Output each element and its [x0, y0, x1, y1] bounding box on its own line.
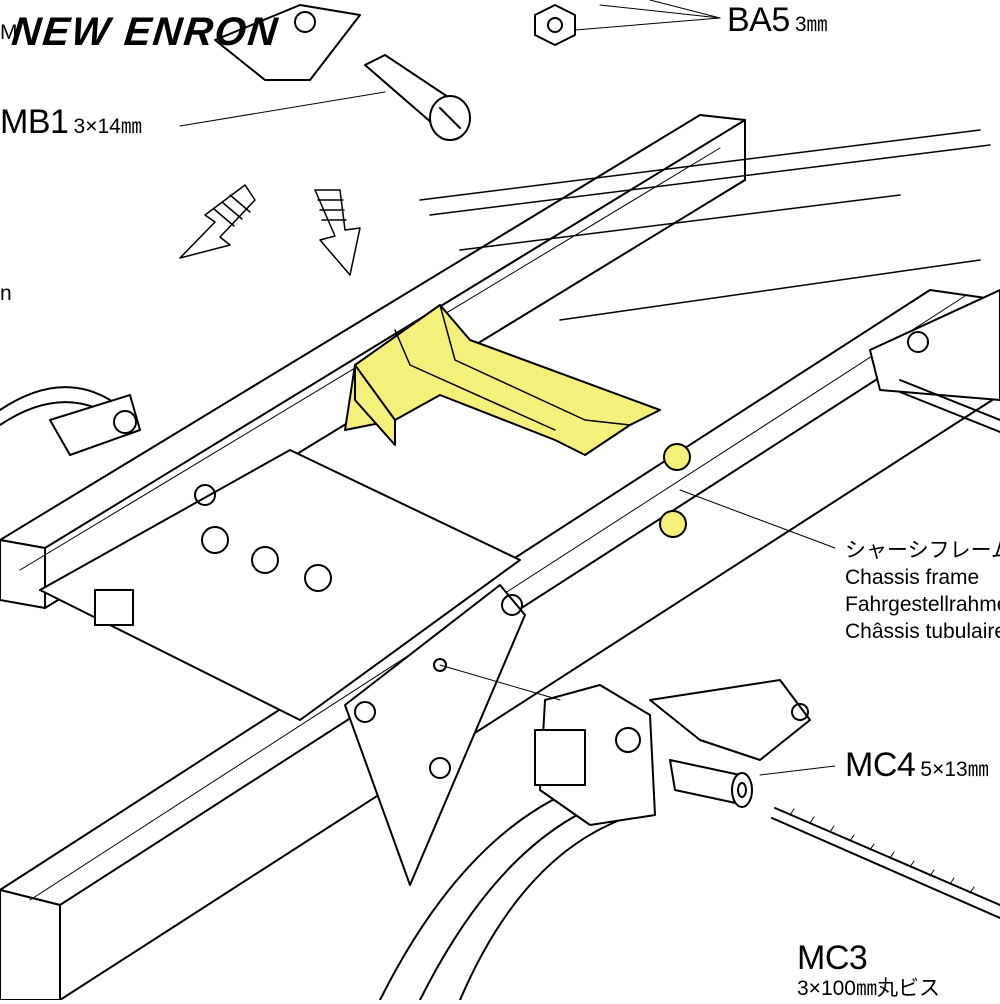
callout-jp: シャーシフレーム [845, 539, 1000, 562]
leaf-spring-front [379, 679, 811, 1001]
left-fragment-top: M [0, 21, 18, 44]
screw-mc3 [771, 807, 1000, 919]
highlighted-crossmember [344, 304, 661, 456]
part-size-mc4: 5×13㎜ [920, 758, 989, 781]
part-code-mc3: MC3 [797, 939, 868, 977]
label-mb1: MB1 3×14㎜ [0, 105, 142, 139]
leader-lines [179, 0, 836, 776]
right-frame-section [869, 289, 1000, 433]
spring-hanger-plate [344, 584, 526, 886]
direction-arrows [179, 184, 361, 276]
part-code-ba5: BA5 [727, 1, 790, 39]
mount-bracket-top [214, 4, 361, 81]
lower-cross-plate [39, 449, 521, 721]
part-code-mc4: MC4 [845, 746, 916, 784]
part-size-mc3: 3×100㎜丸ビス [797, 977, 940, 1000]
chassis-frame-callout: シャーシフレーム Chassis frame Fahrgestellrahmen… [845, 537, 1000, 645]
highlighted-holes [659, 443, 691, 538]
callout-fr: Châssis tubulaire [845, 620, 1000, 643]
label-mc4: MC4 5×13㎜ [845, 748, 989, 782]
leaf-spring-left [0, 386, 141, 456]
part-size-ba5: 3㎜ [794, 13, 828, 36]
callout-de: Fahrgestellrahmen [845, 593, 1000, 616]
upper-cross-rails [419, 129, 991, 321]
part-size-mb1: 3×14㎜ [73, 115, 142, 138]
callout-en: Chassis frame [845, 566, 980, 589]
part-code-mb1: MB1 [0, 103, 69, 141]
label-ba5: BA5 3㎜ [727, 3, 828, 37]
nut-ba5 [534, 4, 576, 46]
left-fragment-middle: n [0, 282, 12, 305]
bolt-mc4 [669, 759, 753, 808]
screw-mb1 [364, 54, 471, 141]
watermark-logo: NEW ENRON [9, 10, 282, 54]
